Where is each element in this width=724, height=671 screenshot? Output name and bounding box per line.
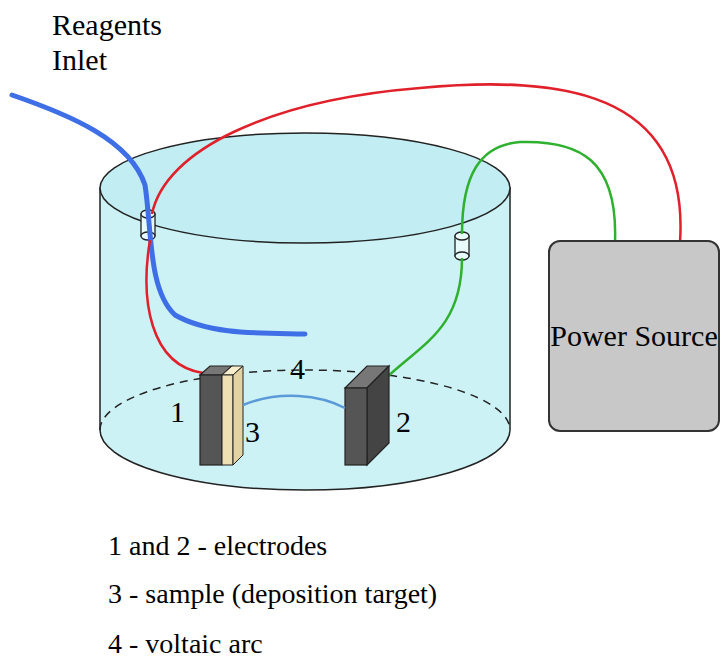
lid-post xyxy=(455,232,469,260)
power-source-box: Power Source xyxy=(548,240,720,432)
inlet-label: Reagents Inlet xyxy=(52,8,187,77)
callout-number: 1 xyxy=(170,395,185,430)
wire-green xyxy=(462,142,615,242)
reagent-tube xyxy=(12,95,305,334)
callout-number: 3 xyxy=(245,415,260,450)
voltaic-arc xyxy=(243,396,345,408)
key-line: 1 and 2 - electrodes xyxy=(108,530,327,562)
wire-red xyxy=(152,84,681,242)
key-line: 4 - voltaic arc xyxy=(108,628,263,660)
callout-number: 4 xyxy=(290,352,305,387)
electrode-1 xyxy=(200,366,232,465)
wire-red xyxy=(147,240,203,373)
callout-number: 2 xyxy=(396,405,411,440)
sample-slab xyxy=(222,366,243,465)
electrode-2 xyxy=(345,366,389,465)
box-text: Power Source xyxy=(550,317,717,355)
vessel-bottom-back xyxy=(100,370,510,430)
wire-green xyxy=(384,258,462,380)
key-line: 3 - sample (deposition target) xyxy=(108,578,437,610)
